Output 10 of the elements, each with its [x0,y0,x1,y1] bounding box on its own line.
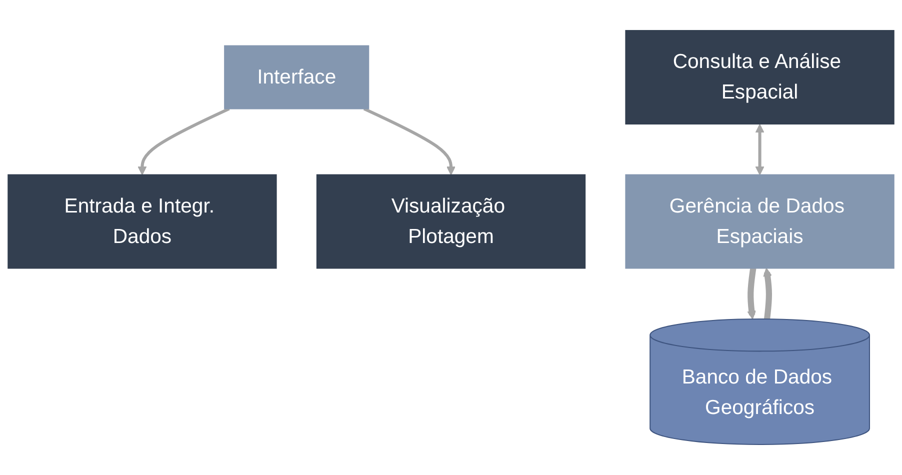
node-box: Visualização Plotagem [316,174,586,269]
node-box: Gerência de Dados Espaciais [625,174,894,269]
arrow [363,107,456,176]
arrow [755,124,764,176]
node-box: Consulta e Análise Espacial [625,30,894,124]
node-box: Entrada e Integr. Dados [8,174,277,269]
arrow [747,268,756,320]
arrow [763,268,772,320]
arrow [138,107,230,176]
node-box: Interface [224,45,370,110]
